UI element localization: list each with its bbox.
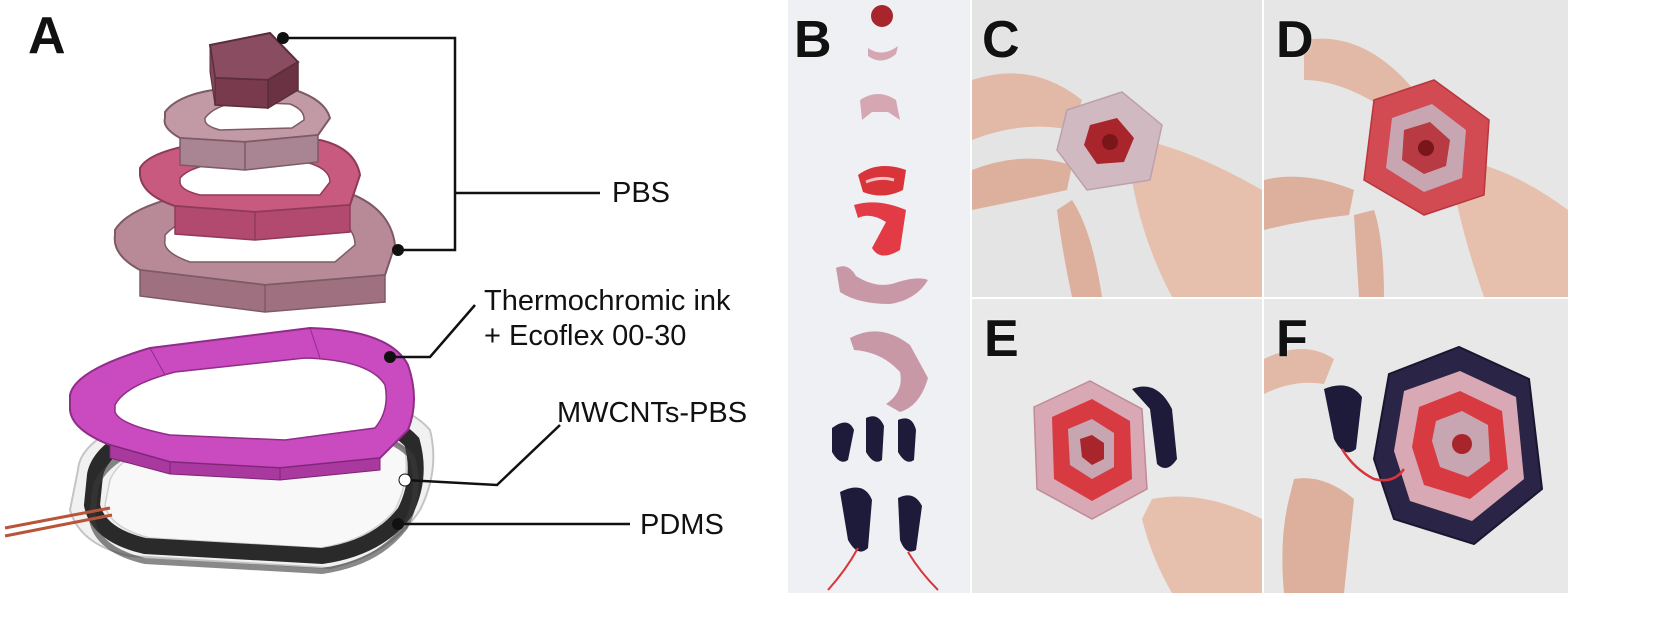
pbs-layer-1-pentagon bbox=[208, 31, 300, 110]
panel-label-c: C bbox=[982, 11, 1020, 69]
panel-f-photo: F bbox=[1264, 299, 1568, 593]
label-thermochromic-line1: Thermochromic ink bbox=[484, 285, 731, 317]
exploded-layer-diagram bbox=[4, 31, 630, 575]
panel-label-d: D bbox=[1276, 11, 1314, 69]
thermochromic-layer bbox=[69, 326, 415, 481]
panel-d-photo: D bbox=[1264, 0, 1568, 297]
panel-label-f: F bbox=[1276, 310, 1308, 368]
assembly-step-c bbox=[972, 73, 1262, 297]
panel-b-photo: B bbox=[788, 0, 970, 593]
panel-c-photo: C bbox=[972, 0, 1262, 297]
label-pdms: PDMS bbox=[640, 509, 724, 541]
assembly-step-d bbox=[1264, 38, 1568, 297]
pieces-illustration bbox=[827, 5, 939, 591]
label-thermochromic: Thermochromic ink + Ecoflex 00-30 bbox=[484, 284, 731, 354]
assembly-step-e bbox=[1033, 380, 1262, 593]
leader-lines bbox=[283, 36, 630, 526]
heater-wires bbox=[4, 506, 113, 538]
panel-label-e: E bbox=[984, 310, 1019, 368]
leader-dots bbox=[277, 32, 412, 530]
panel-label-a: A bbox=[28, 7, 66, 65]
label-pbs: PBS bbox=[612, 177, 671, 209]
panel-e-photo: E bbox=[972, 299, 1262, 593]
pbs-layer-2 bbox=[163, 86, 332, 171]
label-mwcnts-pbs: MWCNTs-PBS bbox=[557, 397, 748, 429]
label-thermochromic-line2: + Ecoflex 00-30 bbox=[484, 319, 687, 352]
panel-label-b: B bbox=[794, 11, 832, 69]
assembly-step-f bbox=[1264, 345, 1544, 593]
